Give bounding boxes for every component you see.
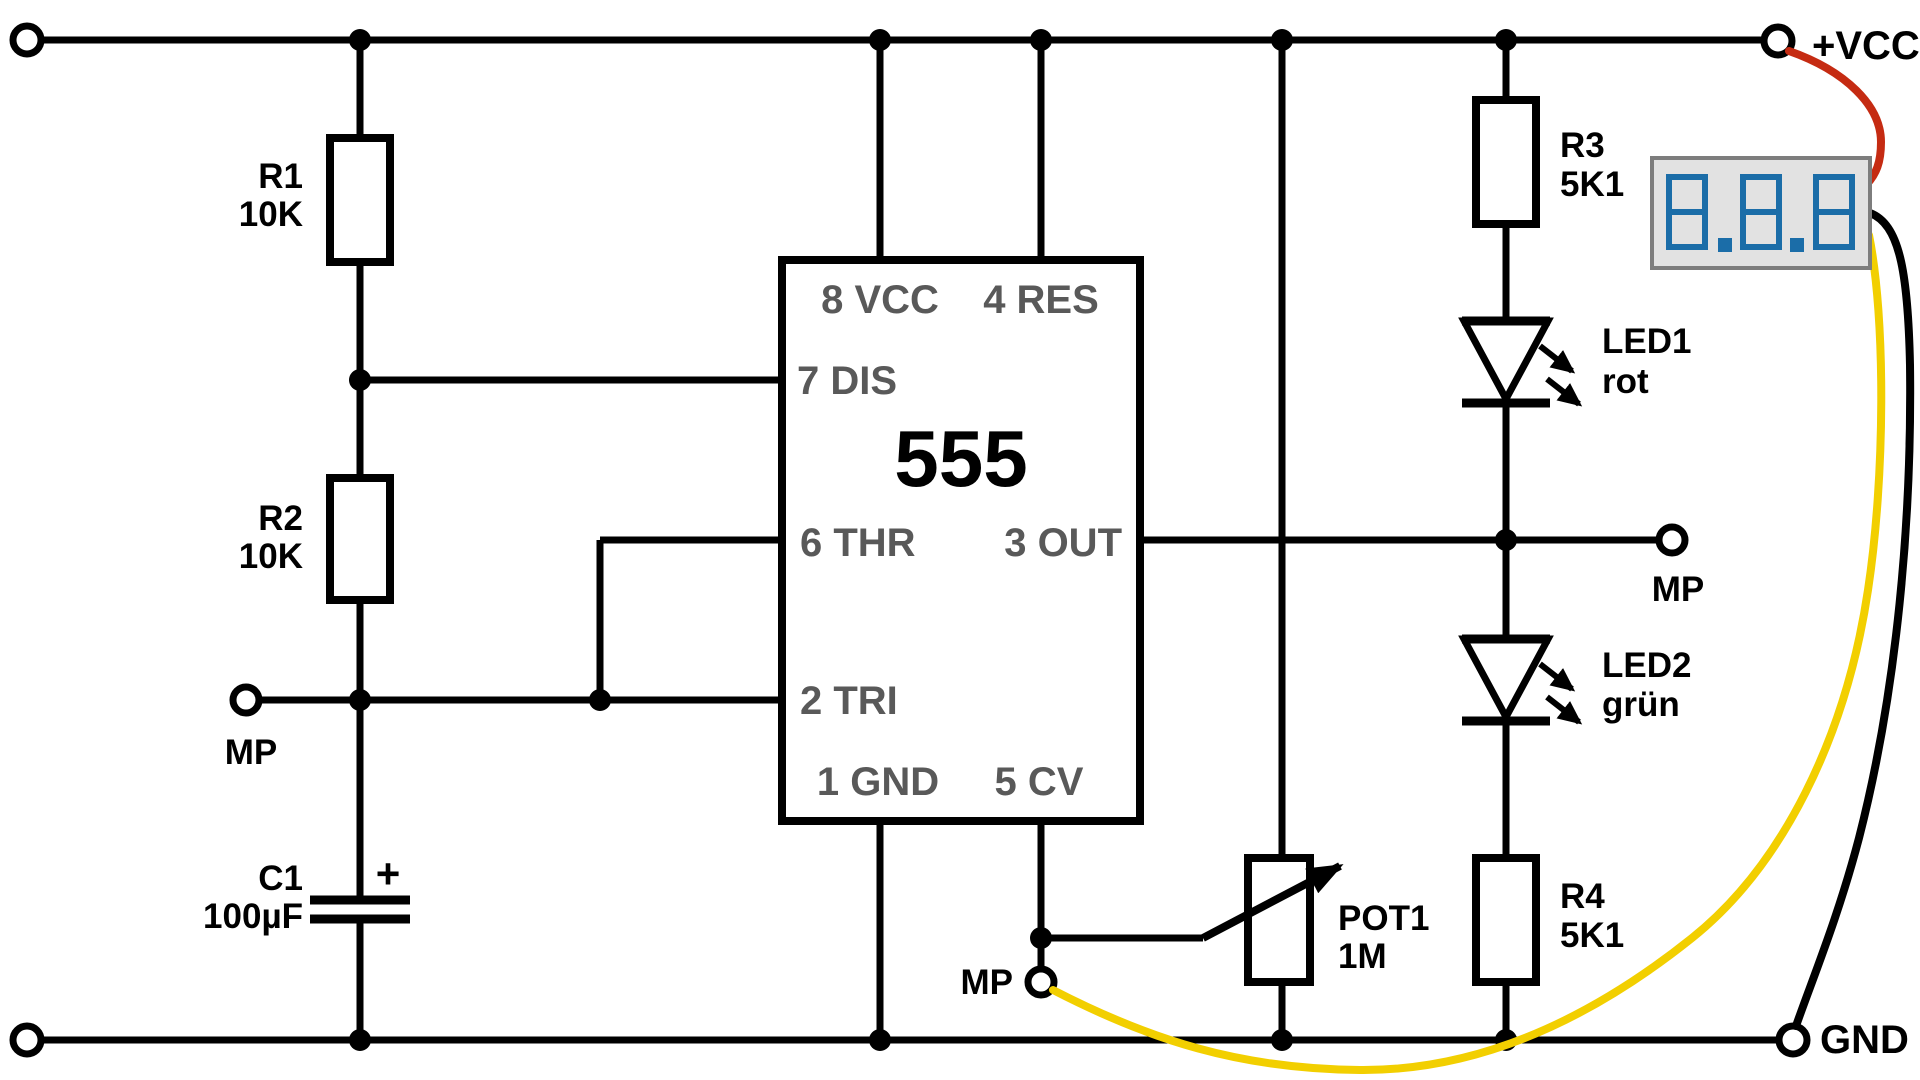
mp-bottom-label: MP xyxy=(961,963,1014,1002)
junction xyxy=(1495,29,1517,51)
ic-title: 555 xyxy=(894,414,1027,503)
junction xyxy=(349,689,371,711)
testpoint-mp-right xyxy=(1655,523,1689,557)
led2-ref: LED2 xyxy=(1602,646,1691,685)
junction xyxy=(1271,1029,1293,1051)
r3-ref: R3 xyxy=(1560,126,1605,165)
junction xyxy=(589,689,611,711)
r2-ref: R2 xyxy=(258,499,303,538)
decimal-point xyxy=(1790,238,1804,252)
led1-triangle xyxy=(1458,317,1554,407)
c1-value: 100µF xyxy=(203,897,303,936)
power-rails xyxy=(43,36,1779,1044)
led2-emission-arrow-2 xyxy=(1545,694,1583,725)
potentiometer-pot1 xyxy=(1244,854,1314,986)
junction xyxy=(1271,29,1293,51)
junction xyxy=(1030,927,1052,949)
ic-pin-wires xyxy=(876,40,1658,1040)
c1-ref: C1 xyxy=(258,859,303,898)
r3-value: 5K1 xyxy=(1560,165,1624,204)
pot1-ref: POT1 xyxy=(1338,899,1429,938)
ic-pin6-label: 6 THR xyxy=(800,521,916,565)
junction xyxy=(1495,529,1517,551)
mp-left-label: MP xyxy=(225,733,278,772)
led1-color: rot xyxy=(1602,362,1649,401)
led1-emission-arrow-2 xyxy=(1545,376,1583,407)
led1-emission-arrow-1 xyxy=(1538,343,1576,374)
r4-value: 5K1 xyxy=(1560,916,1624,955)
led2-symbol xyxy=(1458,634,1583,726)
seven-segment-digit xyxy=(1666,174,1708,250)
junction xyxy=(1030,29,1052,51)
led1-ref: LED1 xyxy=(1602,322,1691,361)
terminal-top-left xyxy=(9,22,45,58)
decimal-point xyxy=(1718,238,1732,252)
ic-pin1-label: 1 GND xyxy=(817,760,939,804)
ic-pin2-label: 2 TRI xyxy=(800,679,898,723)
pot1-value: 1M xyxy=(1338,937,1387,976)
seven-segment-display xyxy=(1650,156,1872,270)
ic-pin7-label: 7 DIS xyxy=(797,359,897,403)
junction xyxy=(869,29,891,51)
ic-pin5-label: 5 CV xyxy=(995,760,1084,804)
left-column-wires xyxy=(261,40,782,1040)
ic-pin4-label: 4 RES xyxy=(983,278,1099,322)
resistor-r4 xyxy=(1472,854,1540,986)
led2-color: grün xyxy=(1602,685,1680,724)
terminal-gnd xyxy=(1775,1022,1811,1058)
seven-segment-digit xyxy=(1740,174,1782,250)
resistor-r3 xyxy=(1472,96,1540,228)
resistor-r2 xyxy=(326,474,394,604)
c1-polarity-plus: + xyxy=(376,850,401,897)
r4-ref: R4 xyxy=(1560,877,1605,916)
testpoint-mp-left xyxy=(229,683,263,717)
junction xyxy=(349,29,371,51)
r1-value: 10K xyxy=(239,195,303,234)
led2-triangle xyxy=(1458,635,1554,725)
junction xyxy=(349,1029,371,1051)
seven-segment-digit xyxy=(1813,174,1855,250)
led1-symbol xyxy=(1458,316,1583,408)
junction xyxy=(349,369,371,391)
led2-emission-arrow-1 xyxy=(1538,661,1576,692)
resistor-r1 xyxy=(326,134,394,266)
r2-value: 10K xyxy=(239,537,303,576)
terminal-vcc xyxy=(1760,23,1796,59)
pot1-wiper-arrow xyxy=(1201,862,1344,942)
testpoint-mp-bottom xyxy=(1024,965,1058,999)
yellow-hookup-wire xyxy=(1049,231,1886,1075)
red-hookup-wire xyxy=(1785,47,1886,188)
terminal-bottom-left xyxy=(9,1022,45,1058)
capacitor-c1 xyxy=(310,895,410,924)
r1-ref: R1 xyxy=(258,157,303,196)
junction xyxy=(869,1029,891,1051)
ic-555-body xyxy=(778,256,1144,825)
gnd-label: GND xyxy=(1820,1018,1909,1062)
black-hookup-wire xyxy=(1792,209,1915,1030)
vcc-label: +VCC xyxy=(1812,24,1920,68)
ic-pin8-label: 8 VCC xyxy=(821,278,939,322)
mp-right-label: MP xyxy=(1652,570,1705,609)
ic-pin3-label: 3 OUT xyxy=(1004,521,1122,565)
